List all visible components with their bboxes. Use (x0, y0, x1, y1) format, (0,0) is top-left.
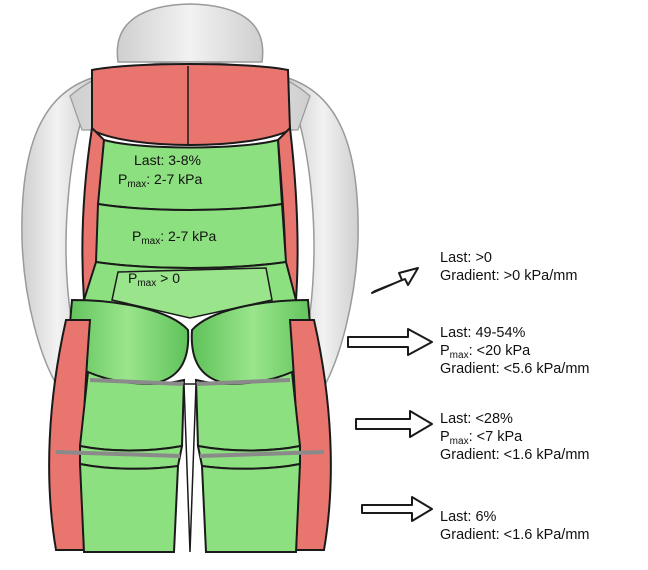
arrow-calf (362, 497, 432, 521)
upper-back-last-label: Last: 3-8% (134, 152, 201, 169)
annotation-waist-gradient: Gradient: >0 kPa/mm (440, 267, 577, 285)
arrow-waist (372, 268, 418, 293)
lower-back-pmax-label: Pmax: 2-7 kPa (132, 228, 216, 245)
waist-pmax-label: Pmax > 0 (128, 270, 180, 287)
annotation-knee-gradient: Gradient: <1.6 kPa/mm (440, 446, 590, 464)
upper-back-red-panel (92, 64, 290, 145)
mannequin-head (117, 4, 262, 62)
left-calf-green-zone (80, 464, 178, 552)
annotation-calf-last: Last: 6% (440, 508, 590, 526)
annotation-knee-pmax: Pmax: <7 kPa (440, 428, 590, 446)
upper-back-pmax-label: Pmax: 2-7 kPa (118, 171, 202, 188)
annotation-knee: Last: <28% Pmax: <7 kPa Gradient: <1.6 k… (440, 410, 590, 464)
annotation-waist-last: Last: >0 (440, 249, 577, 267)
annotation-thigh-gradient: Gradient: <5.6 kPa/mm (440, 360, 590, 378)
annotation-thigh-pmax: Pmax: <20 kPa (440, 342, 590, 360)
annotation-calf-gradient: Gradient: <1.6 kPa/mm (440, 526, 590, 544)
right-calf-green-zone (202, 464, 300, 552)
annotation-waist: Last: >0 Gradient: >0 kPa/mm (440, 249, 577, 285)
annotation-thigh: Last: 49-54% Pmax: <20 kPa Gradient: <5.… (440, 324, 590, 378)
arrow-knee (356, 411, 432, 437)
annotation-calf: Last: 6% Gradient: <1.6 kPa/mm (440, 508, 590, 544)
annotation-knee-last: Last: <28% (440, 410, 590, 428)
crotch-gap (184, 384, 196, 552)
annotation-thigh-last: Last: 49-54% (440, 324, 590, 342)
arrow-thigh (348, 329, 432, 355)
